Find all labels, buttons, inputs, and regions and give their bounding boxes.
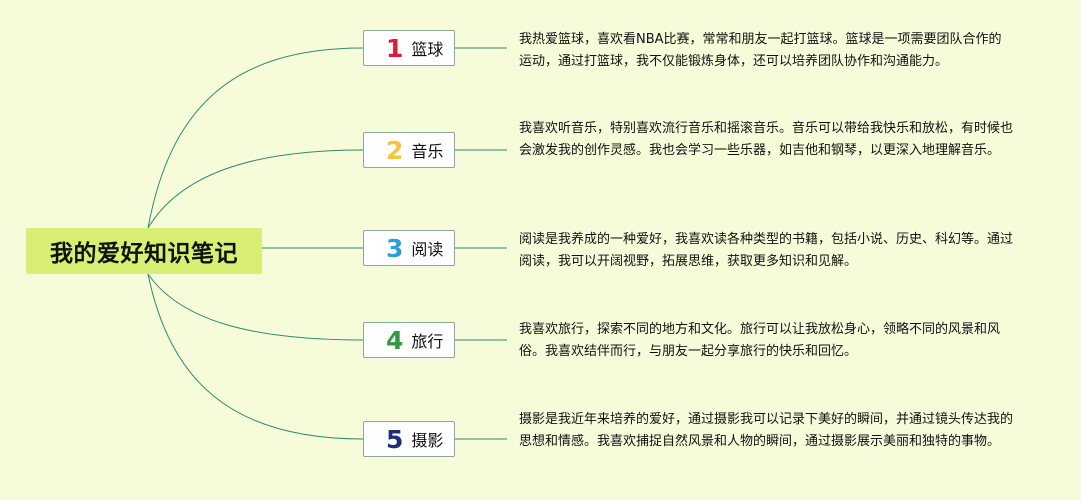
description-photography: 摄影是我近年来培养的爱好，通过摄影我可以记录下美好的瞬间，并通过镜头传达我的思想…	[519, 412, 1014, 449]
branch-number-3: 3	[386, 233, 404, 263]
description-travel: 我喜欢旅行，探索不同的地方和文化。旅行可以让我放松身心，领略不同的风景和风俗。我…	[519, 322, 1001, 359]
description-music: 我喜欢听音乐，特别喜欢流行音乐和摇滚音乐。音乐可以带给我快乐和放松，有时候也会激…	[519, 121, 1014, 158]
branch-number-2: 2	[386, 135, 404, 165]
branch-node-photography[interactable]: 5 摄影	[363, 421, 455, 457]
branch-number-5: 5	[386, 424, 404, 454]
branch-number-1: 1	[386, 33, 404, 63]
branch-label-basketball: 篮球	[411, 40, 444, 59]
branch-node-basketball[interactable]: 1 篮球	[363, 30, 455, 66]
branch-label-photography: 摄影	[411, 431, 444, 450]
branch-label-reading: 阅读	[411, 240, 444, 259]
connector-root-to-branch-4	[147, 273, 364, 341]
connector-root-to-branch-1	[147, 47, 364, 229]
root-topic-title: 我的爱好知识笔记	[50, 241, 238, 267]
connector-root-to-branch-2	[147, 149, 364, 229]
branch-label-travel: 旅行	[411, 332, 444, 351]
branch-node-reading[interactable]: 3 阅读	[363, 230, 455, 266]
connector-root-to-branch-5	[147, 273, 364, 440]
branch-label-music: 音乐	[411, 142, 444, 161]
root-topic-node[interactable]: 我的爱好知识笔记	[26, 228, 262, 274]
branch-number-4: 4	[386, 325, 404, 355]
description-basketball: 我热爱篮球，喜欢看NBA比赛，常常和朋友一起打篮球。篮球是一项需要团队合作的运动…	[519, 32, 1002, 69]
description-reading: 阅读是我养成的一种爱好，我喜欢读各种类型的书籍，包括小说、历史、科幻等。通过阅读…	[519, 232, 1014, 269]
branch-node-music[interactable]: 2 音乐	[363, 132, 455, 168]
branch-node-travel[interactable]: 4 旅行	[363, 322, 455, 358]
